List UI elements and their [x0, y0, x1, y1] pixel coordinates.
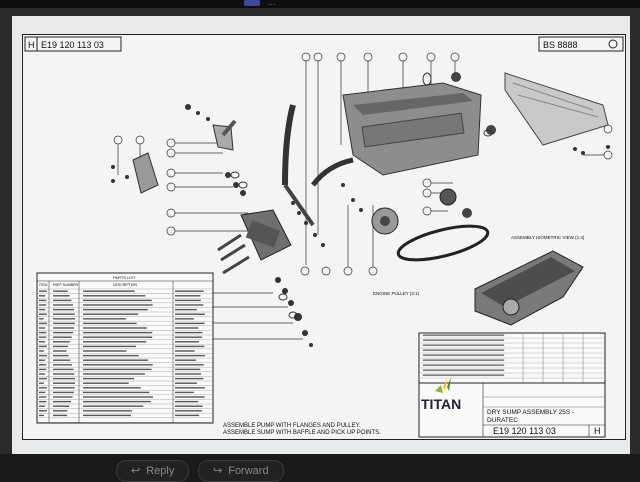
- reply-arrow-icon: ↩: [131, 465, 141, 477]
- revision-table: [418, 332, 606, 384]
- top-bar-text: ...: [268, 0, 276, 7]
- note-line-1: ASSEMBLE PUMP WITH FLANGES AND PULLEY.: [223, 423, 361, 429]
- rev-letter: H: [594, 426, 601, 436]
- exploded-parts: ENGINE PULLEY (3:1): [111, 72, 610, 347]
- note-line-2: ASSEMBLE SUMP WITH BAFFLE AND PICK UP PO…: [223, 430, 381, 436]
- forward-label: Forward: [228, 465, 269, 477]
- logo-text: TITAN: [421, 396, 461, 412]
- rev-left: H: [28, 40, 35, 50]
- parts-list-title: PARTS LIST: [113, 275, 136, 280]
- app-badge-icon: [244, 0, 260, 6]
- bs-code-box: BS 8888: [538, 36, 624, 52]
- iso-view-label: ASSEMBLY ISOMETRIC VIEW (1:4): [511, 235, 585, 240]
- bs-code: BS 8888: [543, 40, 578, 50]
- balloon-leaders: [113, 52, 613, 344]
- drawing-number-top: E19 120 113 03: [41, 40, 104, 50]
- forward-arrow-icon: ↪: [213, 465, 223, 477]
- parts-list-table: PARTS LIST ITEM PART NUMBER DESCRIPTION: [36, 272, 214, 424]
- title-line-1: DRY SUMP ASSEMBLY 25S -: [487, 409, 574, 416]
- title-line-2: DURATEC: [487, 417, 518, 424]
- col-part: PART NUMBER: [53, 283, 79, 287]
- titan-logo: TITAN: [421, 377, 461, 412]
- reply-button[interactable]: ↩ Reply: [116, 460, 190, 482]
- title-block: TITAN DRY SUMP ASSEMBLY 25S - DURATEC E1…: [418, 377, 606, 438]
- isometric-view: ASSEMBLY ISOMETRIC VIEW (1:4): [474, 235, 585, 326]
- col-item: ITEM: [39, 283, 47, 287]
- engineering-drawing: H E19 120 113 03 BS 8888: [22, 34, 626, 440]
- projection-symbol-icon: [608, 39, 618, 49]
- email-action-bar: ↩ Reply ↪ Forward: [0, 454, 640, 482]
- forward-button[interactable]: ↪ Forward: [198, 460, 284, 482]
- reply-label: Reply: [146, 465, 175, 477]
- drawing-number-box-top: H E19 120 113 03: [24, 36, 122, 52]
- drawing-number: E19 120 113 03: [493, 426, 556, 436]
- pulley-label: ENGINE PULLEY (3:1): [373, 291, 420, 296]
- col-desc: DESCRIPTION: [113, 283, 137, 287]
